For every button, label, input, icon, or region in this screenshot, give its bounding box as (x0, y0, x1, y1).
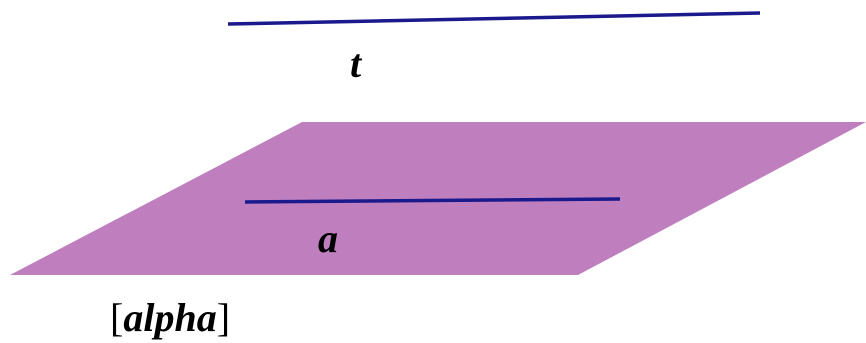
line-a (244, 197, 621, 204)
label-plane-open-bracket: [ (110, 295, 123, 340)
label-plane-alpha: [alpha] (110, 295, 230, 340)
plane-alpha (10, 122, 866, 275)
label-a: a (318, 216, 338, 261)
label-plane-name: alpha (123, 295, 216, 340)
line-t (227, 11, 761, 26)
label-t: t (350, 41, 363, 86)
label-plane-close-bracket: ] (217, 295, 230, 340)
